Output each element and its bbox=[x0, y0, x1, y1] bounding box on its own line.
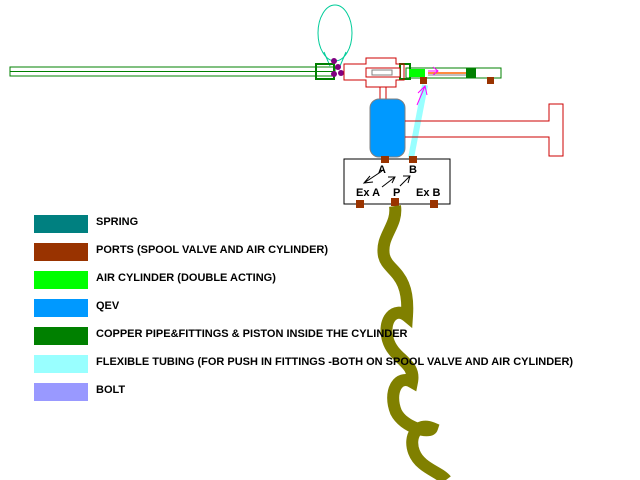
flow-arrow-up bbox=[416, 85, 428, 106]
bolt-dot bbox=[335, 64, 341, 70]
exhaust-a-label: Ex A bbox=[356, 187, 380, 199]
legend-label-spring: SPRING bbox=[96, 216, 138, 228]
valve-port bbox=[430, 200, 438, 208]
legend-swatch-qev bbox=[34, 299, 88, 317]
legend-label-copper-pipe: COPPER PIPE&FITTINGS & PISTON INSIDE THE… bbox=[96, 328, 408, 340]
stem-to-qev bbox=[379, 86, 387, 101]
balloon-neck-right bbox=[339, 51, 347, 67]
pressure-label: P bbox=[393, 187, 400, 199]
valve-port bbox=[381, 156, 389, 163]
cylinder-piston bbox=[466, 68, 476, 78]
spool-valve bbox=[343, 158, 451, 205]
valve-flow-arrow bbox=[381, 176, 396, 188]
tee-bore-inner bbox=[371, 69, 393, 76]
legend-swatch-bolt bbox=[34, 383, 88, 401]
legend-label-flexible-tubing: FLEXIBLE TUBING (FOR PUSH IN FITTINGS -B… bbox=[96, 356, 573, 368]
qev bbox=[369, 98, 406, 158]
bolt-dot bbox=[331, 71, 337, 77]
supply-hose bbox=[377, 205, 451, 480]
balloon bbox=[317, 4, 353, 62]
t-handle bbox=[405, 103, 564, 157]
valve-port bbox=[409, 156, 417, 163]
legend-label-bolt: BOLT bbox=[96, 384, 125, 396]
cylinder-port bbox=[487, 77, 494, 84]
air-cylinder-body bbox=[405, 67, 502, 79]
air-cylinder-green bbox=[409, 69, 425, 77]
legend-swatch-flexible-tubing bbox=[34, 355, 88, 373]
port-a-label: A bbox=[378, 164, 386, 176]
tee-fitting bbox=[343, 57, 405, 88]
legend-swatch-air-cylinder bbox=[34, 271, 88, 289]
copper-fitting-right bbox=[399, 63, 411, 80]
cylinder-port bbox=[420, 77, 427, 84]
port-b-label: B bbox=[409, 164, 417, 176]
legend-swatch-ports bbox=[34, 243, 88, 261]
flow-arrow-right bbox=[428, 66, 439, 76]
bolt-dot bbox=[338, 70, 344, 76]
legend-swatch-spring bbox=[34, 215, 88, 233]
legend-label-air-cylinder: AIR CYLINDER (DOUBLE ACTING) bbox=[96, 272, 276, 284]
legend-swatch-copper-pipe bbox=[34, 327, 88, 345]
bolt-dot bbox=[331, 58, 337, 64]
legend-label-ports: PORTS (SPOOL VALVE AND AIR CYLINDER) bbox=[96, 244, 328, 256]
valve-port bbox=[356, 200, 364, 208]
exhaust-b-label: Ex B bbox=[416, 187, 441, 199]
valve-port bbox=[391, 198, 399, 206]
legend: SPRING PORTS (SPOOL VALVE AND AIR CYLINDE… bbox=[34, 215, 573, 401]
valve-flow-arrow bbox=[399, 175, 411, 187]
legend-label-qev: QEV bbox=[96, 300, 120, 312]
valve-flow-arrow bbox=[362, 170, 383, 184]
